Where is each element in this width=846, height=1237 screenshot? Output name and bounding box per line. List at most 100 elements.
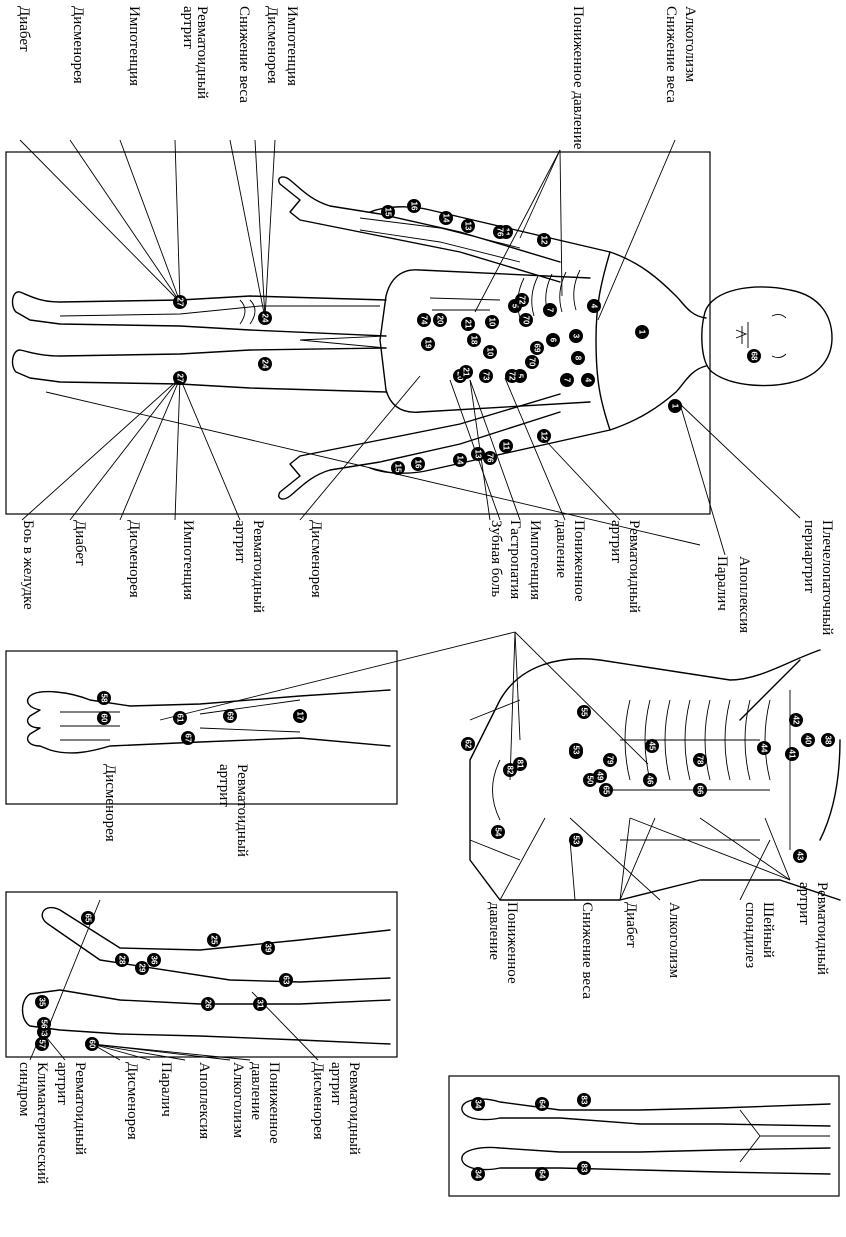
acupoint-front_body-13: 13 [471, 447, 485, 461]
label-stomach-pain: Боь в желудке [20, 520, 36, 610]
acupoint-number: 24 [261, 360, 270, 369]
acupoint-number: 27 [176, 298, 185, 307]
label-impotence-2: Импотенция [126, 6, 142, 86]
acupoint-number: 15 [384, 208, 393, 217]
acupoint-leg-31: 31 [253, 997, 267, 1011]
acupoint-number: 13 [474, 450, 483, 459]
acupoint-feet-34: 34 [471, 1097, 485, 1111]
acupoint-number: 39 [264, 944, 273, 953]
label-low-pressure-2b: давление [553, 520, 569, 578]
leg-panel [6, 892, 397, 1057]
acupoint-front_body-1: 1 [668, 399, 682, 413]
acupoint-number: 25 [210, 936, 219, 945]
acupoint-front_body-13: 13 [461, 219, 475, 233]
acupoint-back_body-53: 53 [569, 743, 583, 757]
acupoint-number: 79 [606, 756, 615, 765]
acupoint-number: 13 [464, 222, 473, 231]
acupoint-front_body-11: 11 [499, 439, 513, 453]
acupoint-back_body-50: 50 [583, 773, 597, 787]
acupoint-front_body-76: 76 [483, 451, 497, 465]
acupoint-number: 81 [516, 760, 525, 769]
label-arthritis-1: артрит [180, 6, 196, 49]
acupoint-number: 41 [788, 750, 797, 759]
acupoint-number: 65 [602, 786, 611, 795]
label-arthritis-6: артрит [328, 1062, 344, 1105]
label-alcoholism-3: Алкоголизм [230, 1062, 246, 1139]
acupoint-back_body-43: 43 [793, 849, 807, 863]
label-rheumatoid-6: Ревматоидный [346, 1062, 362, 1155]
acupoint-front_body-15: 15 [381, 205, 395, 219]
acupoint-front_body-4: 4 [581, 373, 595, 387]
acupoint-number: 54 [494, 828, 503, 837]
acupoint-front_body-10: 10 [485, 315, 499, 329]
label-alcoholism-1: Алкоголизм [682, 6, 698, 83]
acupoint-number: 56 [40, 1020, 49, 1029]
acupoint-number: 4 [584, 378, 593, 383]
acupoint-feet-83: 83 [577, 1093, 591, 1107]
acupoint-front_body-1: 1 [635, 325, 649, 339]
acupoint-leg-26: 26 [201, 997, 215, 1011]
acupoint-number: 27 [176, 374, 185, 383]
label-weight-loss-3: Снижение веса [579, 902, 595, 999]
acupoint-arm-58: 58 [97, 691, 111, 705]
acupoint-number: 17 [296, 712, 305, 721]
label-weight-loss-2: Снижение веса [236, 6, 252, 103]
acupoint-front_body-24: 24 [258, 357, 272, 371]
label-rheumatoid-2: Ревматоидный [626, 520, 642, 613]
acupoint-number: 53 [572, 836, 581, 845]
acupoint-number: 73 [482, 372, 491, 381]
acupoint-number: 82 [506, 766, 515, 775]
acupoint-number: 24 [261, 314, 270, 323]
label-dysmenorrhea-5: Дисменорея [102, 764, 118, 842]
arm-figure [28, 690, 390, 753]
acupoint-number: 16 [410, 202, 419, 211]
acupoint-back_body-46: 46 [643, 773, 657, 787]
label-paralysis-1: Паралич [714, 556, 730, 611]
acupoint-number: 63 [282, 976, 291, 985]
label-toothache: Зубная боль [488, 520, 504, 597]
acupoint-number: 61 [176, 714, 185, 723]
acupoint-leg-57: 57 [35, 1037, 49, 1051]
acupoint-front_body-69: 69 [530, 341, 544, 355]
acupoint-leg-65: 65 [81, 911, 95, 925]
acupoint-front_body-6: 6 [546, 333, 560, 347]
acupoint-arm-61: 61 [173, 711, 187, 725]
acupoint-number: 72 [518, 296, 527, 305]
acupoint-front_body-21: 21 [459, 365, 473, 379]
acupoint-back_body-82: 82 [503, 763, 517, 777]
acupoint-number: 34 [474, 1100, 483, 1109]
acupoint-number: 6 [549, 338, 558, 343]
acupoint-number: 55 [580, 708, 589, 717]
label-rheumatoid-3: Ревматоидный [250, 520, 266, 613]
acupoint-front_body-7: 7 [543, 303, 557, 317]
acupoint-front_body-16: 16 [407, 199, 421, 213]
acupoint-number: 7 [546, 308, 555, 313]
acupoint-feet-64: 64 [535, 1097, 549, 1111]
acupoint-number: 57 [38, 1040, 47, 1049]
acupoint-number: 78 [696, 756, 705, 765]
labels-col1: Алкоголизм Снижение веса Пониженное давл… [16, 6, 698, 150]
acupoint-number: 29 [138, 964, 147, 973]
acupoint-front_body-70: 70 [519, 313, 533, 327]
acupoint-front_body-72: 72 [515, 293, 529, 307]
acupoint-number: 44 [760, 744, 769, 753]
acupoint-number: 1 [671, 404, 680, 409]
acupoint-number: 76 [496, 228, 505, 237]
leader-lines [20, 140, 800, 1060]
acupoint-front_body-74: 74 [417, 313, 431, 327]
acupoint-number: 36 [150, 956, 159, 965]
acupoint-leg-25: 25 [207, 933, 221, 947]
acupoint-number: 15 [394, 464, 403, 473]
label-rheumatoid-5: Ревматоидный [234, 764, 250, 857]
acupoint-leg-29: 29 [135, 961, 149, 975]
acupoint-number: 18 [470, 336, 479, 345]
acupoint-number: 12 [540, 236, 549, 245]
acupoint-number: 21 [464, 320, 473, 329]
acupoint-number: 8 [574, 356, 583, 361]
label-diabetes-2: Диабет [72, 520, 88, 566]
acupoint-front_body-7: 7 [560, 373, 574, 387]
acupoint-number: 43 [796, 852, 805, 861]
acupoint-back_body-44: 44 [757, 741, 771, 755]
acupoint-front_body-16: 16 [411, 457, 425, 471]
acupoint-number: 40 [804, 736, 813, 745]
